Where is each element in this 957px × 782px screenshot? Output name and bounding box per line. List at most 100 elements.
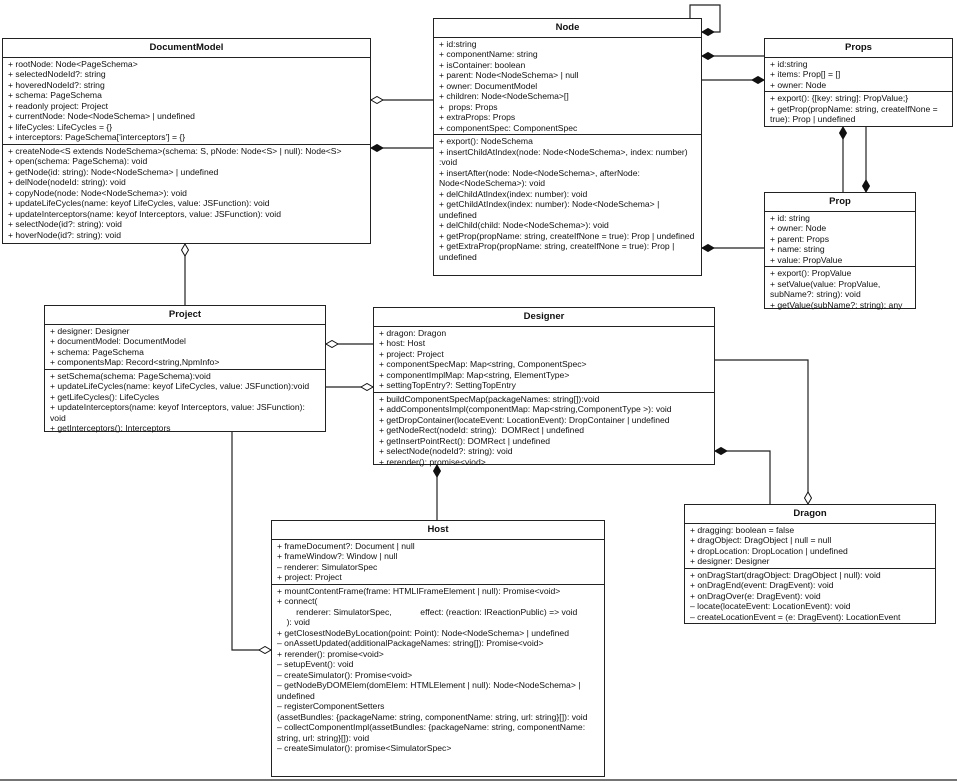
project-attributes: + designer: Designer+ documentModel: Doc… <box>45 325 325 369</box>
documentmodel-attribute-row: + rootNode: Node<PageSchema> <box>8 58 138 69</box>
designer-attribute-row: + componentImplMap: Map<string, ElementT… <box>379 369 570 380</box>
edge-node-self <box>689 4 721 32</box>
prop-attribute-row: + name: string <box>770 244 825 254</box>
node-operation-row: + delChild(child: Node<NodeSchema>): voi… <box>439 220 609 230</box>
node-attribute-row: + id:string <box>439 38 477 49</box>
dragon-operation-row: + onDragOver(e: DragEvent): void <box>690 590 821 601</box>
prop-class: Prop + id: string+ owner: Node+ parent: … <box>764 192 916 310</box>
props-class: Props + id:string+ items: Prop[] = []+ o… <box>764 38 953 127</box>
dragon-operation-row: + onDragEnd(event: DragEvent): void <box>690 580 834 590</box>
designer-operations: + buildComponentSpecMap(packageNames: st… <box>374 391 714 469</box>
prop-attribute-row: + id: string <box>770 212 810 223</box>
project-class: Project + designer: Designer+ documentMo… <box>44 305 326 435</box>
prop-class-name: Prop <box>765 193 915 212</box>
dragon-operation-row: – locate(locateEvent: LocationEvent): vo… <box>690 601 851 611</box>
host-attribute-row: + frameDocument?: Document | null <box>277 540 415 551</box>
prop-operation-row: + export(): PropValue <box>770 268 852 278</box>
documentmodel-attribute-row: + schema: PageSchema <box>8 90 102 100</box>
node-operation-row: + getChildAtIndex(index: number): Node<N… <box>439 199 662 220</box>
edge-project-host <box>231 432 271 650</box>
documentmodel-operation-row: + updateInterceptors(name: keyof Interce… <box>8 208 281 219</box>
host-operation-row: – getNodeByDOMElem(domElem: HTMLElement … <box>277 680 583 701</box>
designer-operation-row: + getNodeRect(nodeId: string): DOMRect |… <box>379 425 585 435</box>
host-operations: + mountContentFrame(frame: HTMLIFrameEle… <box>272 583 604 755</box>
project-operation-row: + updateLifeCycles(name: keyof LifeCycle… <box>50 381 310 391</box>
node-attribute-row: + componentSpec: ComponentSpec <box>439 122 578 133</box>
props-attribute-row: + items: Prop[] = [] <box>770 69 841 79</box>
host-operation-row: + mountContentFrame(frame: HTMLIFrameEle… <box>277 585 561 596</box>
node-attribute-row: + isContainer: boolean <box>439 59 526 70</box>
node-operation-row: + insertAfter(node: Node<NodeSchema>, af… <box>439 167 643 189</box>
host-operation-row: + getClosestNodeByLocation(point: Point)… <box>277 627 569 638</box>
project-operation-row: + getInterceptors(): Interceptors <box>50 423 171 433</box>
node-attributes: + id:string+ componentName: string+ isCo… <box>434 38 701 135</box>
designer-attribute-row: + project: Project <box>379 348 444 359</box>
host-attributes: + frameDocument?: Document | null+ frame… <box>272 540 604 584</box>
project-operations: + setSchema(schema: PageSchema):void+ up… <box>45 368 325 435</box>
designer-attribute-row: + componentSpecMap: Map<string, Componen… <box>379 359 587 369</box>
documentmodel-attribute-row: + interceptors: PageSchema['interceptors… <box>8 132 186 142</box>
documentmodel-attribute-row: + hoveredNodeId?: string <box>8 79 105 90</box>
designer-operation-row: + buildComponentSpecMap(packageNames: st… <box>379 393 600 404</box>
dragon-attribute-row: + dragObject: DragObject | null = null <box>690 535 832 545</box>
project-attribute-row: + componentsMap: Record<string,NpmInfo> <box>50 357 220 367</box>
host-attribute-row: – renderer: SimulatorSpec <box>277 561 378 572</box>
host-operation-row: renderer: SimulatorSpec, effect: (reacti… <box>277 606 578 617</box>
host-operation-row: – onAssetUpdated(additionalPackageNames:… <box>277 638 544 648</box>
project-class-name: Project <box>45 306 325 325</box>
project-attribute-row: + designer: Designer <box>50 325 130 336</box>
prop-attributes: + id: string+ owner: Node+ parent: Props… <box>765 212 915 267</box>
designer-class: Designer + dragon: Dragon+ host: Host+ p… <box>373 307 715 467</box>
host-operation-row: – createSimulator(): promise<SimulatorSp… <box>277 743 452 753</box>
props-attribute-row: + owner: Node <box>770 79 827 90</box>
host-operation-row: – createSimulator(): Promise<void> <box>277 669 413 680</box>
node-operation-row: + insertChildAtIndex(node: Node<NodeSche… <box>439 146 691 168</box>
prop-attribute-row: + parent: Props <box>770 233 829 244</box>
project-operation-row: + setSchema(schema: PageSchema):void <box>50 370 211 381</box>
host-operation-row: ): void <box>277 617 310 627</box>
documentmodel-operation-row: + open(schema: PageSchema): void <box>8 156 148 166</box>
dragon-operation-row: – createLocationEvent = (e: DragEvent): … <box>690 611 901 622</box>
dragon-class: Dragon + dragging: boolean = false+ drag… <box>684 504 936 624</box>
prop-operation-row: + setValue(value: PropValue, subName?: s… <box>770 278 883 300</box>
host-operation-row: + rerender(): promise<void> <box>277 648 384 659</box>
prop-attribute-row: + value: PropValue <box>770 254 843 265</box>
node-attribute-row: + owner: DocumentModel <box>439 80 538 91</box>
designer-attribute-row: + dragon: Dragon <box>379 327 447 338</box>
dragon-attribute-row: + dropLocation: DropLocation | undefined <box>690 545 848 556</box>
props-attribute-row: + id:string <box>770 58 808 69</box>
node-operation-row: + getProp(propName: string, createIfNone… <box>439 230 695 241</box>
prop-attribute-row: + owner: Node <box>770 223 827 233</box>
host-class-name: Host <box>272 521 604 540</box>
props-operation-row: + export(): {[key: string]: PropValue;} <box>770 93 909 103</box>
designer-attribute-row: + settingTopEntry?: SettingTopEntry <box>379 380 516 390</box>
documentmodel-class-name: DocumentModel <box>3 39 370 58</box>
dragon-operation-row: + onDragStart(dragObject: DragObject | n… <box>690 569 881 580</box>
edge-designer-dragon <box>715 359 808 504</box>
node-attribute-row: + props: Props <box>439 101 498 112</box>
project-operation-row: + getLifeCycles(): LifeCycles <box>50 391 160 402</box>
documentmodel-operations: + createNode<S extends NodeSchema>(schem… <box>3 143 370 242</box>
node-class: Node + id:string+ componentName: string+… <box>433 18 702 276</box>
host-operation-row: – setupEvent(): void <box>277 659 354 669</box>
documentmodel-attribute-row: + readonly project: Project <box>8 100 109 111</box>
documentmodel-class: DocumentModel + rootNode: Node<PageSchem… <box>2 38 371 244</box>
node-operation-row: + getExtraProp(propName: string, createI… <box>439 241 677 262</box>
documentmodel-attribute-row: + lifeCycles: LifeCycles = {} <box>8 121 113 132</box>
designer-attributes: + dragon: Dragon+ host: Host+ project: P… <box>374 327 714 392</box>
host-attribute-row: + frameWindow?: Window | null <box>277 551 398 561</box>
dragon-attribute-row: + designer: Designer <box>690 556 770 566</box>
documentmodel-operation-row: + getNode(id: string): Node<NodeSchema> … <box>8 166 219 177</box>
designer-operation-row: + selectNode(nodeId?: string): void <box>379 446 513 456</box>
node-class-name: Node <box>434 19 701 38</box>
project-attribute-row: + documentModel: DocumentModel <box>50 336 186 346</box>
designer-operation-row: + getInsertPointRect(): DOMRect | undefi… <box>379 435 551 446</box>
project-attribute-row: + schema: PageSchema <box>50 346 144 357</box>
node-attribute-row: + children: Node<NodeSchema>[] <box>439 91 569 101</box>
host-attribute-row: + project: Project <box>277 572 342 582</box>
props-operations: + export(): {[key: string]: PropValue;}+… <box>765 91 952 126</box>
documentmodel-attribute-row: + selectedNodeId?: string <box>8 69 106 79</box>
host-operation-row: – registerComponentSetters <box>277 701 385 711</box>
host-operation-row: (assetBundles: {packageName: string, com… <box>277 711 588 722</box>
props-attributes: + id:string+ items: Prop[] = []+ owner: … <box>765 58 952 92</box>
